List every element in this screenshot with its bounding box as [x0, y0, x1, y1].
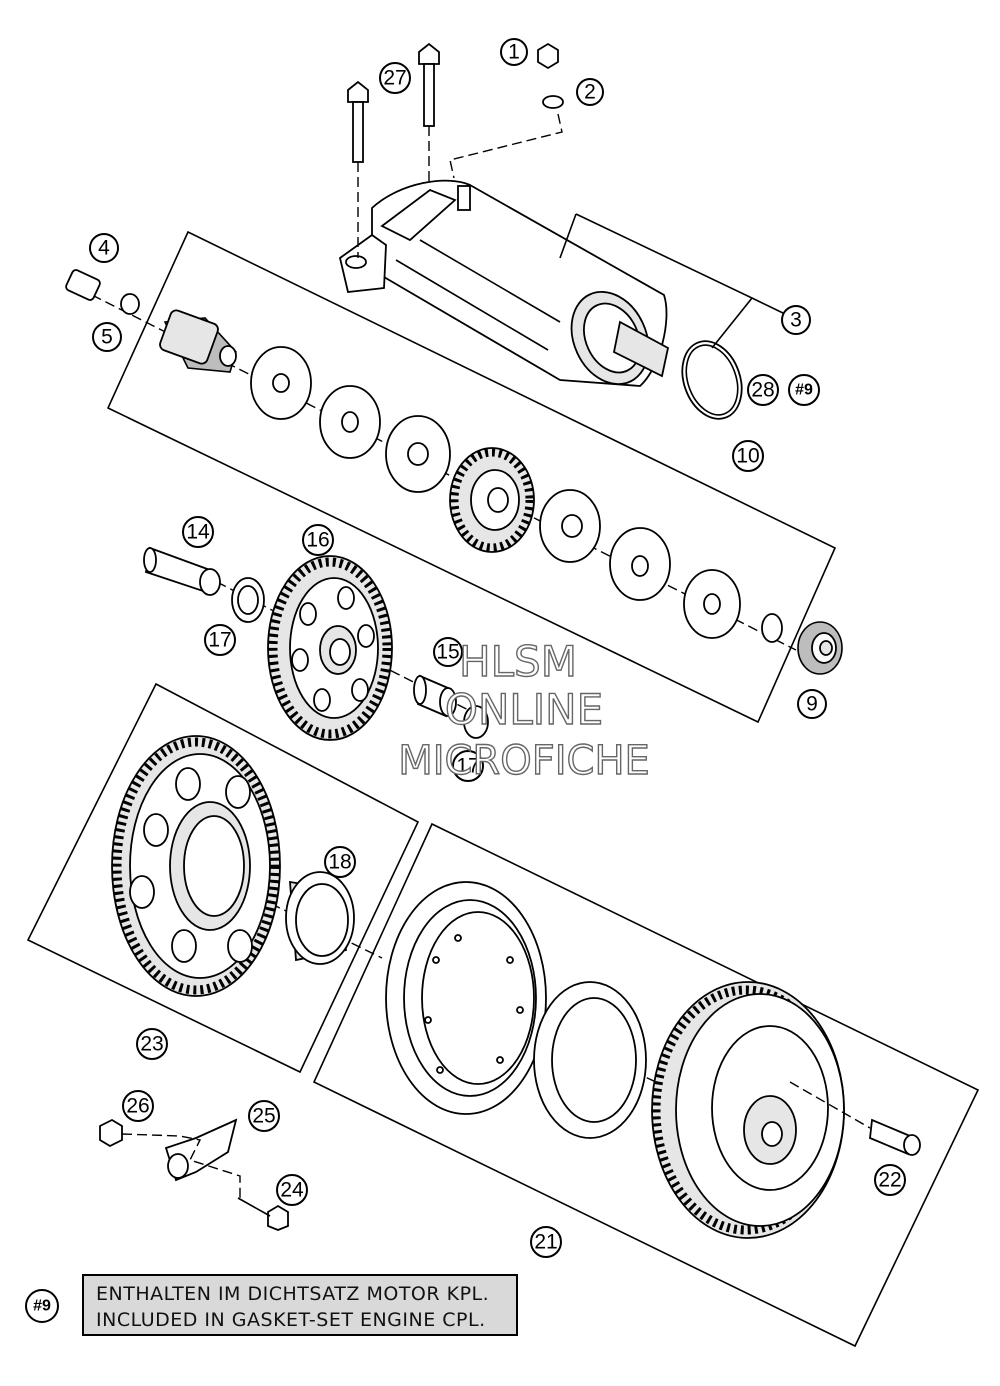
callout-1: 1 [500, 38, 528, 66]
note-line-english: INCLUDED IN GASKET-SET ENGINE CPL. [96, 1309, 486, 1331]
callout-5: 5 [92, 322, 122, 352]
callout-26: 26 [122, 1090, 154, 1122]
svg-text:21: 21 [534, 1231, 557, 1254]
nut-washer [449, 42, 564, 179]
svg-text:3: 3 [790, 309, 802, 332]
callout-9: 9 [797, 689, 827, 719]
svg-text:#9: #9 [795, 382, 813, 399]
starter-gear-stack [65, 269, 843, 675]
svg-text:15: 15 [436, 641, 459, 664]
idler-gear-16 [143, 546, 489, 741]
callout-9-note: #9 [25, 1289, 59, 1323]
svg-text:5: 5 [101, 326, 113, 349]
svg-text:10: 10 [736, 445, 759, 468]
svg-text:#9: #9 [33, 1298, 51, 1315]
callout-17-right: 17 [452, 750, 484, 782]
svg-text:22: 22 [878, 1169, 901, 1192]
callout-3: 3 [781, 305, 811, 335]
callout-2: 2 [576, 78, 604, 106]
gasket-set-note: ENTHALTEN IM DICHTSATZ MOTOR KPL. INCLUD… [82, 1274, 518, 1336]
svg-text:24: 24 [280, 1179, 304, 1202]
o-ring-28 [681, 340, 743, 420]
callout-18: 18 [324, 846, 356, 878]
callout-23: 23 [136, 1028, 168, 1060]
callout-15: 15 [433, 637, 463, 667]
callout-28: 28 [747, 374, 779, 406]
svg-text:18: 18 [328, 851, 351, 874]
callout-24: 24 [276, 1174, 308, 1206]
callout-25: 25 [248, 1100, 280, 1132]
note-line-german: ENTHALTEN IM DICHTSATZ MOTOR KPL. [96, 1283, 490, 1305]
svg-text:27: 27 [383, 67, 406, 90]
svg-text:HLSM: HLSM [459, 637, 577, 686]
callout-14: 14 [182, 516, 214, 548]
svg-text:14: 14 [186, 521, 210, 544]
callout-17-left: 17 [204, 624, 236, 656]
group-frame-starter-gears [106, 230, 837, 724]
svg-text:16: 16 [306, 529, 329, 552]
svg-text:28: 28 [751, 379, 774, 402]
intermediate-gear-23 [111, 735, 383, 997]
screws-27 [347, 42, 440, 258]
watermark: HLSM ONLINE MICROFICHE [397, 636, 650, 784]
svg-text:MICROFICHE: MICROFICHE [398, 738, 650, 784]
svg-text:17: 17 [456, 755, 479, 778]
svg-text:ONLINE: ONLINE [445, 685, 603, 734]
svg-text:4: 4 [98, 237, 110, 260]
group-frame-intermediate-gear [26, 682, 420, 1074]
svg-text:17: 17 [208, 629, 231, 652]
svg-text:25: 25 [252, 1105, 275, 1128]
starter-motor [338, 179, 670, 387]
svg-text:9: 9 [806, 693, 818, 716]
freewheel-21 [385, 881, 921, 1239]
svg-text:26: 26 [126, 1095, 149, 1118]
svg-text:23: 23 [140, 1033, 163, 1056]
svg-text:2: 2 [584, 81, 596, 104]
callout-4: 4 [89, 233, 119, 263]
callout-21: 21 [530, 1226, 562, 1258]
callout-16: 16 [302, 524, 334, 556]
svg-text:1: 1 [508, 41, 520, 64]
callout-27: 27 [379, 62, 411, 94]
callout-9-ref: #9 [788, 374, 820, 406]
bracket-assembly [99, 1118, 289, 1231]
callout-22: 22 [874, 1164, 906, 1196]
callout-10: 10 [732, 440, 764, 472]
